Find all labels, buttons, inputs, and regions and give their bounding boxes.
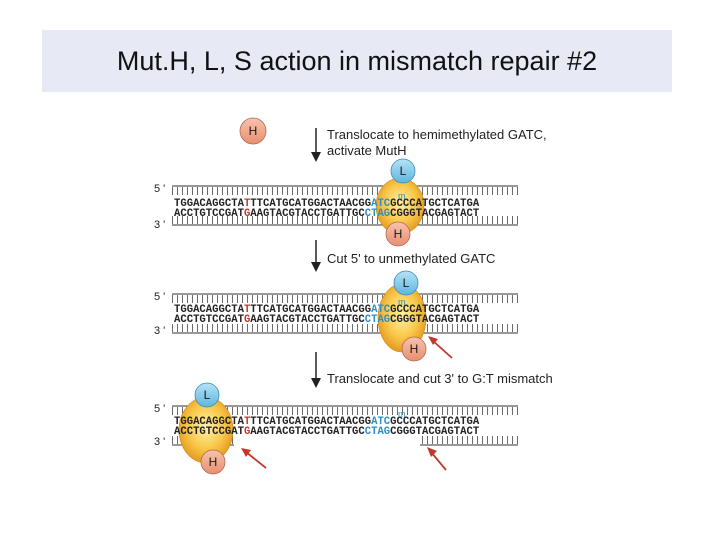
svg-text:TGGACAGGCTATTTCATGCATGGACTAACG: TGGACAGGCTATTTCATGCATGGACTAACGGATCGCCCAT… <box>174 304 480 316</box>
step3-arrow <box>311 352 321 388</box>
three-prime-label: 3 ' <box>154 325 165 337</box>
page-title: Mut.H, L, S action in mismatch repair #2 <box>116 45 598 76</box>
bottom-seq-mid: AAGTACGTACCTGATTGC <box>250 314 365 326</box>
step2-caption: Cut 5' to unmethylated GATC <box>327 251 495 266</box>
cut-arrow-mismatch <box>241 448 267 469</box>
svg-text:ACCTGTCCGATGAAGTACGTACCTGATTGC: ACCTGTCCGATGAAGTACGTACCTGATTGCCTAGCGGGTA… <box>174 314 480 326</box>
title-bar: Mut.H, L, S action in mismatch repair #2 <box>42 30 672 92</box>
methyl-mark: m <box>398 191 406 201</box>
top-seq-mid: TTCATGCATGGACTAACGG <box>250 198 371 210</box>
top-seq-left: TGGACAGGCTA <box>174 304 245 316</box>
bottom-seq-right: CGGGTACGAGTACT <box>390 426 480 438</box>
mismatch-base-top: T <box>244 304 251 316</box>
mismatch-base-bottom: G <box>244 314 250 326</box>
top-seq-left: TGGACAGGCTA <box>174 416 245 428</box>
top-seq-right: GCCCATGCTCATGA <box>390 416 480 428</box>
five-prime-label: 5 ' <box>154 291 165 303</box>
top-seq-left: TGGACAGGCTA <box>174 198 245 210</box>
mutH-protein: H <box>385 221 411 247</box>
svg-text:TGGACAGGCTATTTCATGCATGGACTAACG: TGGACAGGCTATTTCATGCATGGACTAACGGATCGCCCAT… <box>174 416 480 428</box>
dna-duplex-3: 5 ' 3 ' TGGACAGGCTATTTCATGCATGGACTAACGGA… <box>154 382 518 475</box>
mutH-label: H <box>249 124 258 138</box>
svg-text:ACCTGTCCGATGAAGTACGTACCTGATTGC: ACCTGTCCGATGAAGTACGTACCTGATTGCCTAGCGGGTA… <box>174 208 480 220</box>
top-seq-right: GCCCATGCTCATGA <box>390 198 480 210</box>
bottom-seq-right: CGGGTACGAGTACT <box>390 208 480 220</box>
top-seq-mid: TTCATGCATGGACTAACGG <box>250 304 371 316</box>
bottom-seq-right: CGGGTACGAGTACT <box>390 314 480 326</box>
step1-caption-line1: Translocate to hemimethylated GATC, <box>327 127 547 142</box>
five-prime-label: 5 ' <box>154 183 165 195</box>
dna-duplex-1: 5 ' 3 ' TGGACAGGCTATTTCATGCATGGACTAACGGA… <box>154 158 518 247</box>
gatc-top: ATC <box>371 416 391 428</box>
mutH-label: H <box>394 227 403 241</box>
gatc-bottom: CTAG <box>365 314 390 326</box>
free-mutH-protein: H <box>239 117 267 145</box>
mutL-protein: L <box>194 382 220 408</box>
gatc-bottom: CTAG <box>365 208 390 220</box>
mismatch-base-top: T <box>244 198 251 210</box>
gatc-top: ATC <box>371 304 391 316</box>
mutH-protein: H <box>401 336 427 362</box>
svg-text:TGGACAGGCTATTTCATGCATGGACTAACG: TGGACAGGCTATTTCATGCATGGACTAACGGATCGCCCAT… <box>174 198 480 210</box>
dna-duplex-2: 5 ' 3 ' TGGACAGGCTATTTCATGCATGGACTAACGGA… <box>154 270 518 362</box>
mutH-label: H <box>410 342 419 356</box>
three-prime-label: 3 ' <box>154 219 165 231</box>
bottom-seq-mid: AAGTACGTACCTGATTGC <box>250 208 365 220</box>
three-prime-label: 3 ' <box>154 436 165 448</box>
step2-arrow <box>311 240 321 272</box>
bottom-seq-left: ACCTGTCCGAT <box>174 314 245 326</box>
gatc-bottom: CTAG <box>365 426 390 438</box>
methyl-mark: m <box>398 409 406 419</box>
mismatch-base-bottom: G <box>244 208 250 220</box>
step1-arrow <box>311 128 321 162</box>
mutL-protein: L <box>393 270 419 296</box>
bottom-seq-mid: AAGTACGTACCTGATTGC <box>250 426 365 438</box>
mutL-label: L <box>403 276 410 290</box>
top-seq-mid: TTCATGCATGGACTAACGG <box>250 416 371 428</box>
mutH-label: H <box>209 455 218 469</box>
mutL-label: L <box>204 388 211 402</box>
cut-site-arrow <box>428 336 453 359</box>
methyl-mark: m <box>398 297 406 307</box>
step3-caption: Translocate and cut 3' to G:T mismatch <box>327 371 553 386</box>
mutL-label: L <box>400 164 407 178</box>
cut-arrow-gatc <box>427 447 447 471</box>
mismatch-base-bottom: G <box>244 426 250 438</box>
svg-text:ACCTGTCCGATGAAGTACGTACCTGATTGC: ACCTGTCCGATGAAGTACGTACCTGATTGCCTAGCGGGTA… <box>174 426 480 438</box>
top-seq-right: GCCCATGCTCATGA <box>390 304 480 316</box>
bottom-seq-left: ACCTGTCCGAT <box>174 208 245 220</box>
five-prime-label: 5 ' <box>154 403 165 415</box>
gatc-top: ATC <box>371 198 391 210</box>
step1-caption-line2: activate MutH <box>327 143 406 158</box>
mutL-protein: L <box>390 158 416 184</box>
mutH-protein: H <box>200 449 226 475</box>
bottom-seq-left: ACCTGTCCGAT <box>174 426 245 438</box>
mismatch-base-top: T <box>244 416 251 428</box>
